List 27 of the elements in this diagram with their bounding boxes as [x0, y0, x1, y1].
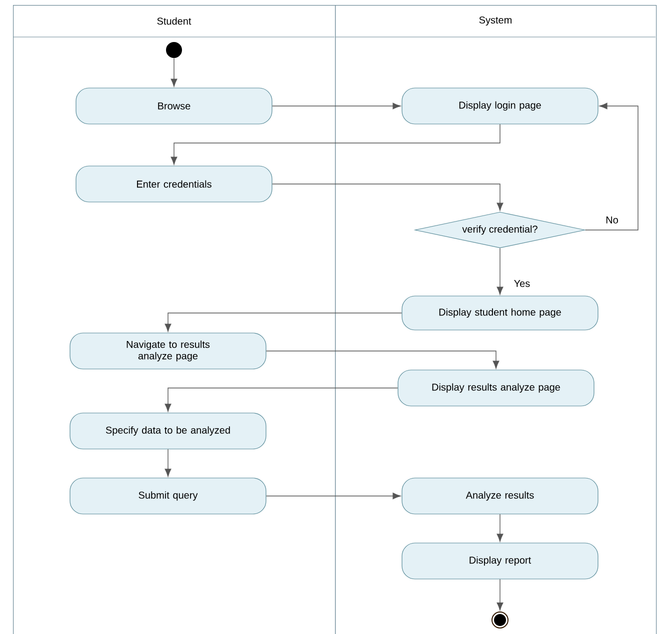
action-box: Display report	[402, 542, 598, 580]
final-node	[492, 612, 508, 628]
action-box: Submit query	[70, 478, 266, 514]
action-box: Display login page	[402, 88, 598, 124]
edge-label: No	[606, 216, 618, 224]
action-box: Specify data to be analyzed	[70, 412, 266, 450]
arrow	[266, 350, 500, 369]
arrow	[272, 102, 401, 110]
arrow	[496, 578, 504, 610]
arrow	[164, 448, 172, 477]
arrow	[272, 184, 504, 211]
arrow	[496, 248, 504, 295]
action-box: Display student home page	[402, 296, 598, 330]
action-box: Display results analyze page	[398, 370, 594, 406]
arrow	[164, 312, 402, 332]
initial-node	[166, 42, 182, 58]
arrow	[496, 514, 504, 542]
edge-label: Yes	[514, 280, 530, 287]
action-box: Analyze results	[402, 478, 598, 514]
arrow	[170, 58, 178, 87]
arrow	[164, 388, 398, 412]
arrow	[266, 492, 401, 500]
action-box: Browse	[76, 88, 272, 124]
action-box: Navigate to results analyze page	[70, 332, 266, 370]
arrow	[170, 124, 500, 165]
arrow	[584, 102, 638, 230]
action-box: Enter credentials	[76, 166, 272, 202]
